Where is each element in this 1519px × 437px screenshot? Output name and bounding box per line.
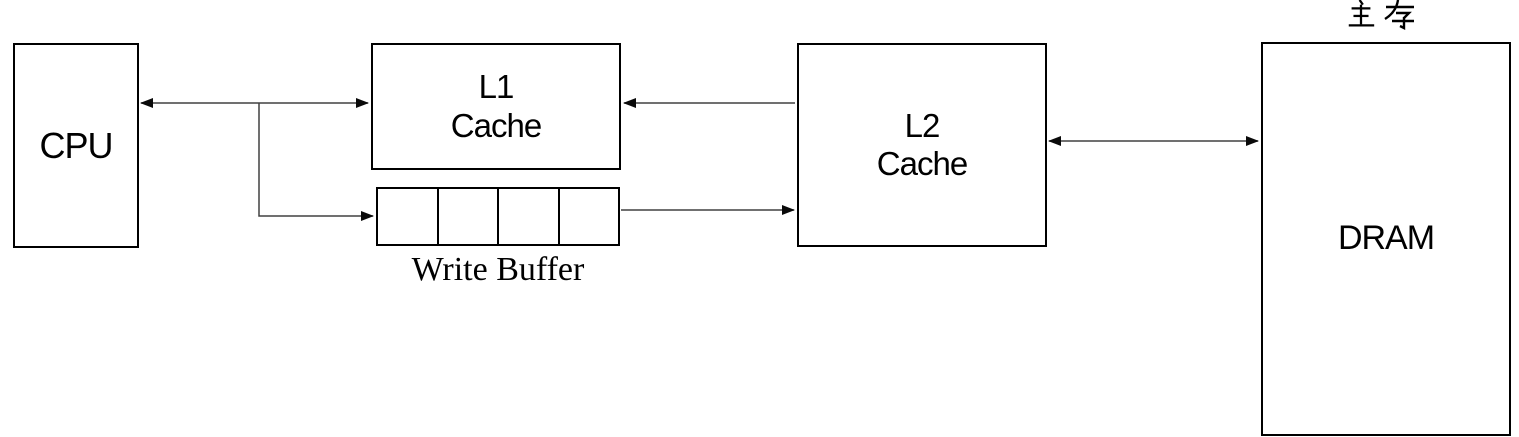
l1-cache-label: L1 Cache — [450, 68, 542, 144]
l2-cache-box: L2 Cache — [797, 43, 1047, 247]
cpu-box: CPU — [13, 43, 139, 248]
write-buffer-cell — [439, 189, 499, 244]
main-memory-label-zh — [1345, 0, 1417, 32]
write-buffer — [376, 187, 620, 246]
write-buffer-label: Write Buffer — [411, 251, 585, 288]
zhu-glyph — [1348, 0, 1375, 27]
cun-glyph — [1384, 0, 1414, 30]
wire-junction-writebuffer — [258, 103, 374, 221]
dram-label: DRAM — [1337, 219, 1435, 258]
l2-cache-label: L2 Cache — [876, 106, 968, 182]
write-buffer-cell — [499, 189, 560, 244]
write-buffer-cell — [560, 189, 619, 244]
write-buffer-cell — [378, 189, 439, 244]
l1-cache-box: L1 Cache — [371, 43, 621, 170]
dram-box: DRAM — [1261, 42, 1511, 436]
cpu-label: CPU — [39, 124, 113, 166]
